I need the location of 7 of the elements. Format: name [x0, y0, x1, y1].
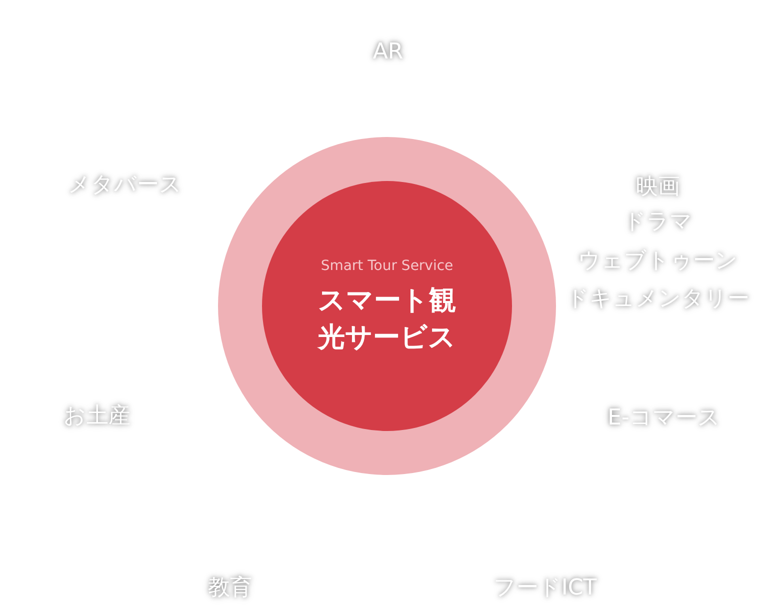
topic-label: 映画 — [636, 170, 680, 204]
topic-label: 教育 — [208, 572, 252, 602]
subtitle-text: Smart Tour Service — [320, 257, 454, 276]
topic-label: お土産 — [64, 401, 130, 430]
title-text: スマート観光サービス — [316, 284, 457, 354]
topic-label: AR — [372, 38, 404, 66]
topic-label: ドラマ — [624, 208, 692, 236]
